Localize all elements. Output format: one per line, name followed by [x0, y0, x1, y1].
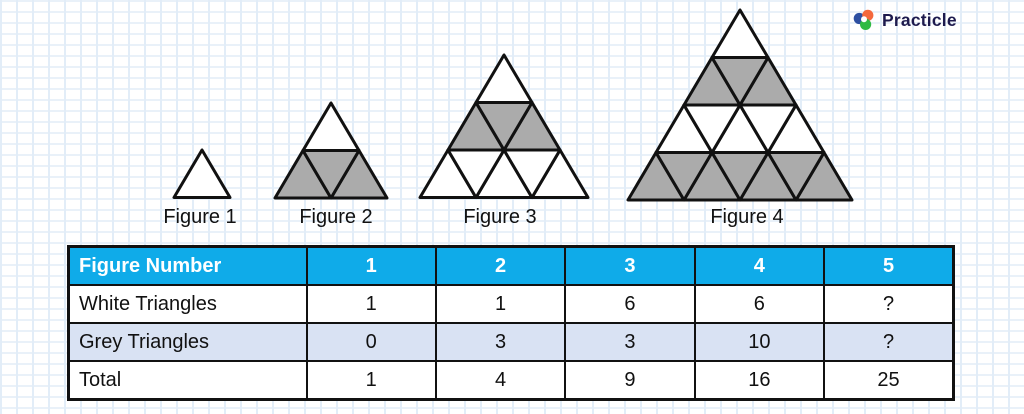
- table-header-row: Figure Number 1 2 3 4 5: [67, 245, 955, 286]
- white-fig1: 1: [305, 284, 437, 324]
- total-fig1: 1: [305, 360, 437, 401]
- practicle-logo-icon: [853, 9, 874, 30]
- grey-fig3: 3: [564, 322, 696, 362]
- practicle-logo: Practicle: [853, 8, 957, 32]
- grey-fig2: 3: [434, 322, 567, 362]
- grey-fig1: 0: [305, 322, 437, 362]
- figure-3-triangles: [418, 53, 590, 199]
- white-fig2: 1: [434, 284, 567, 324]
- total-fig4: 16: [693, 360, 826, 401]
- figure-1-triangles: [172, 148, 232, 199]
- figure-4-label: Figure 4: [710, 206, 784, 228]
- table-row-white-triangles: White Triangles 1 1 6 6 ?: [67, 284, 955, 324]
- row-label-white: White Triangles: [67, 284, 308, 324]
- figure-2-diagram: [272, 100, 390, 206]
- figure-2-triangles: [273, 101, 389, 200]
- row-label-total: Total: [67, 360, 308, 401]
- white-fig4: 6: [693, 284, 826, 324]
- figure-2-label: Figure 2: [299, 206, 373, 228]
- header-col-1: 1: [305, 245, 437, 286]
- figure-3-diagram: [417, 52, 591, 206]
- pattern-table: Figure Number 1 2 3 4 5 White Triangles …: [67, 245, 955, 401]
- table-row-grey-triangles: Grey Triangles 0 3 3 10 ?: [67, 322, 955, 362]
- logo-text: Practicle: [882, 9, 957, 30]
- header-figure-number: Figure Number: [67, 245, 308, 286]
- figure-1-diagram: [171, 147, 233, 206]
- total-fig3: 9: [564, 360, 696, 401]
- figure-4-triangles: [626, 8, 854, 202]
- figure-3-label: Figure 3: [463, 206, 537, 228]
- total-fig2: 4: [434, 360, 567, 401]
- total-fig5: 25: [823, 360, 955, 401]
- header-col-5: 5: [823, 245, 955, 286]
- grey-fig5: ?: [823, 322, 955, 362]
- white-fig3: 6: [564, 284, 696, 324]
- figure-4-diagram: [625, 7, 855, 208]
- grey-fig4: 10: [693, 322, 826, 362]
- header-col-2: 2: [434, 245, 567, 286]
- header-col-3: 3: [564, 245, 696, 286]
- row-label-grey: Grey Triangles: [67, 322, 308, 362]
- figure-1-label: Figure 1: [163, 206, 237, 228]
- white-fig5: ?: [823, 284, 955, 324]
- table-row-total: Total 1 4 9 16 25: [67, 360, 955, 401]
- header-col-4: 4: [693, 245, 826, 286]
